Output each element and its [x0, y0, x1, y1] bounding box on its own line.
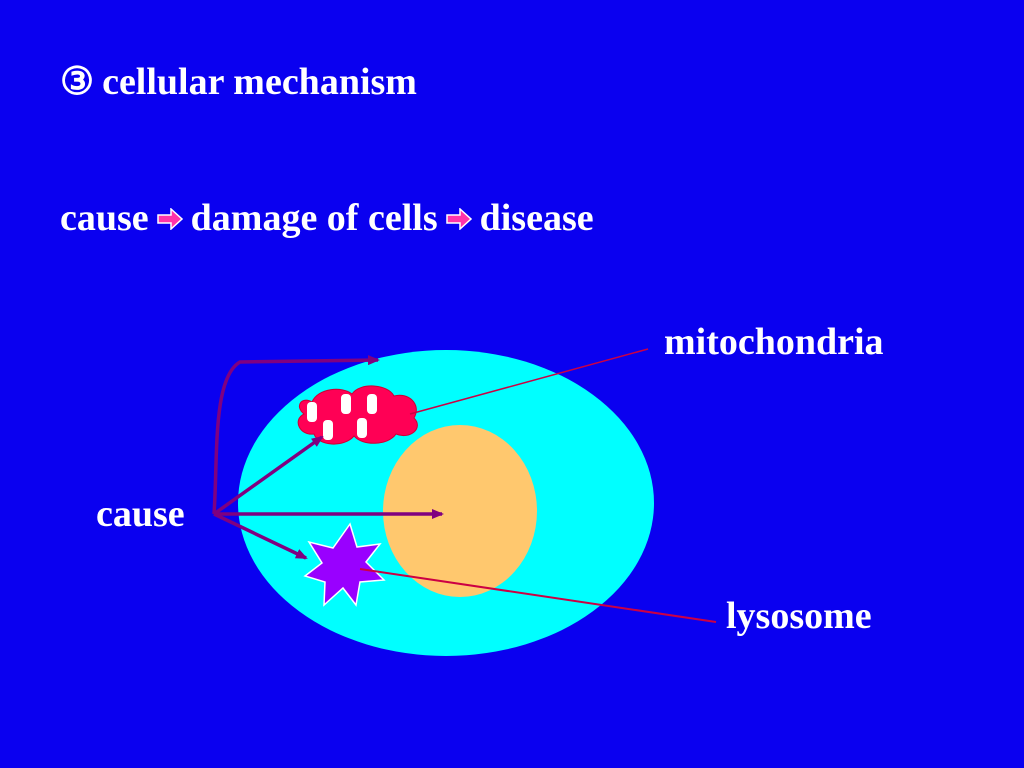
- mitochondria-leader-line: [409, 348, 649, 415]
- cause-arrow-to-membrane: [212, 355, 380, 515]
- lysosome-shape: [303, 522, 386, 607]
- flow-step-damage: damage of cells: [190, 197, 438, 239]
- flow-step-cause: cause: [60, 197, 149, 239]
- cause-label: cause: [96, 493, 185, 535]
- mitochondria-label: mitochondria: [664, 321, 884, 363]
- lysosome-label: lysosome: [726, 595, 872, 637]
- title-text: cellular mechanism: [102, 61, 417, 103]
- right-arrow-icon: [156, 207, 183, 230]
- mitochondria-shape: [297, 385, 418, 445]
- cause-arrow-to-mitochondria: [212, 435, 324, 516]
- lysosome-leader-line: [359, 568, 717, 623]
- cause-flow: cause damage of cells disease: [60, 196, 594, 242]
- flow-step-disease: disease: [479, 197, 594, 239]
- nucleus: [383, 425, 537, 597]
- title-number-marker: ③: [60, 61, 95, 103]
- right-arrow-icon: [445, 207, 472, 230]
- cause-arrow-to-lysosome: [213, 512, 308, 560]
